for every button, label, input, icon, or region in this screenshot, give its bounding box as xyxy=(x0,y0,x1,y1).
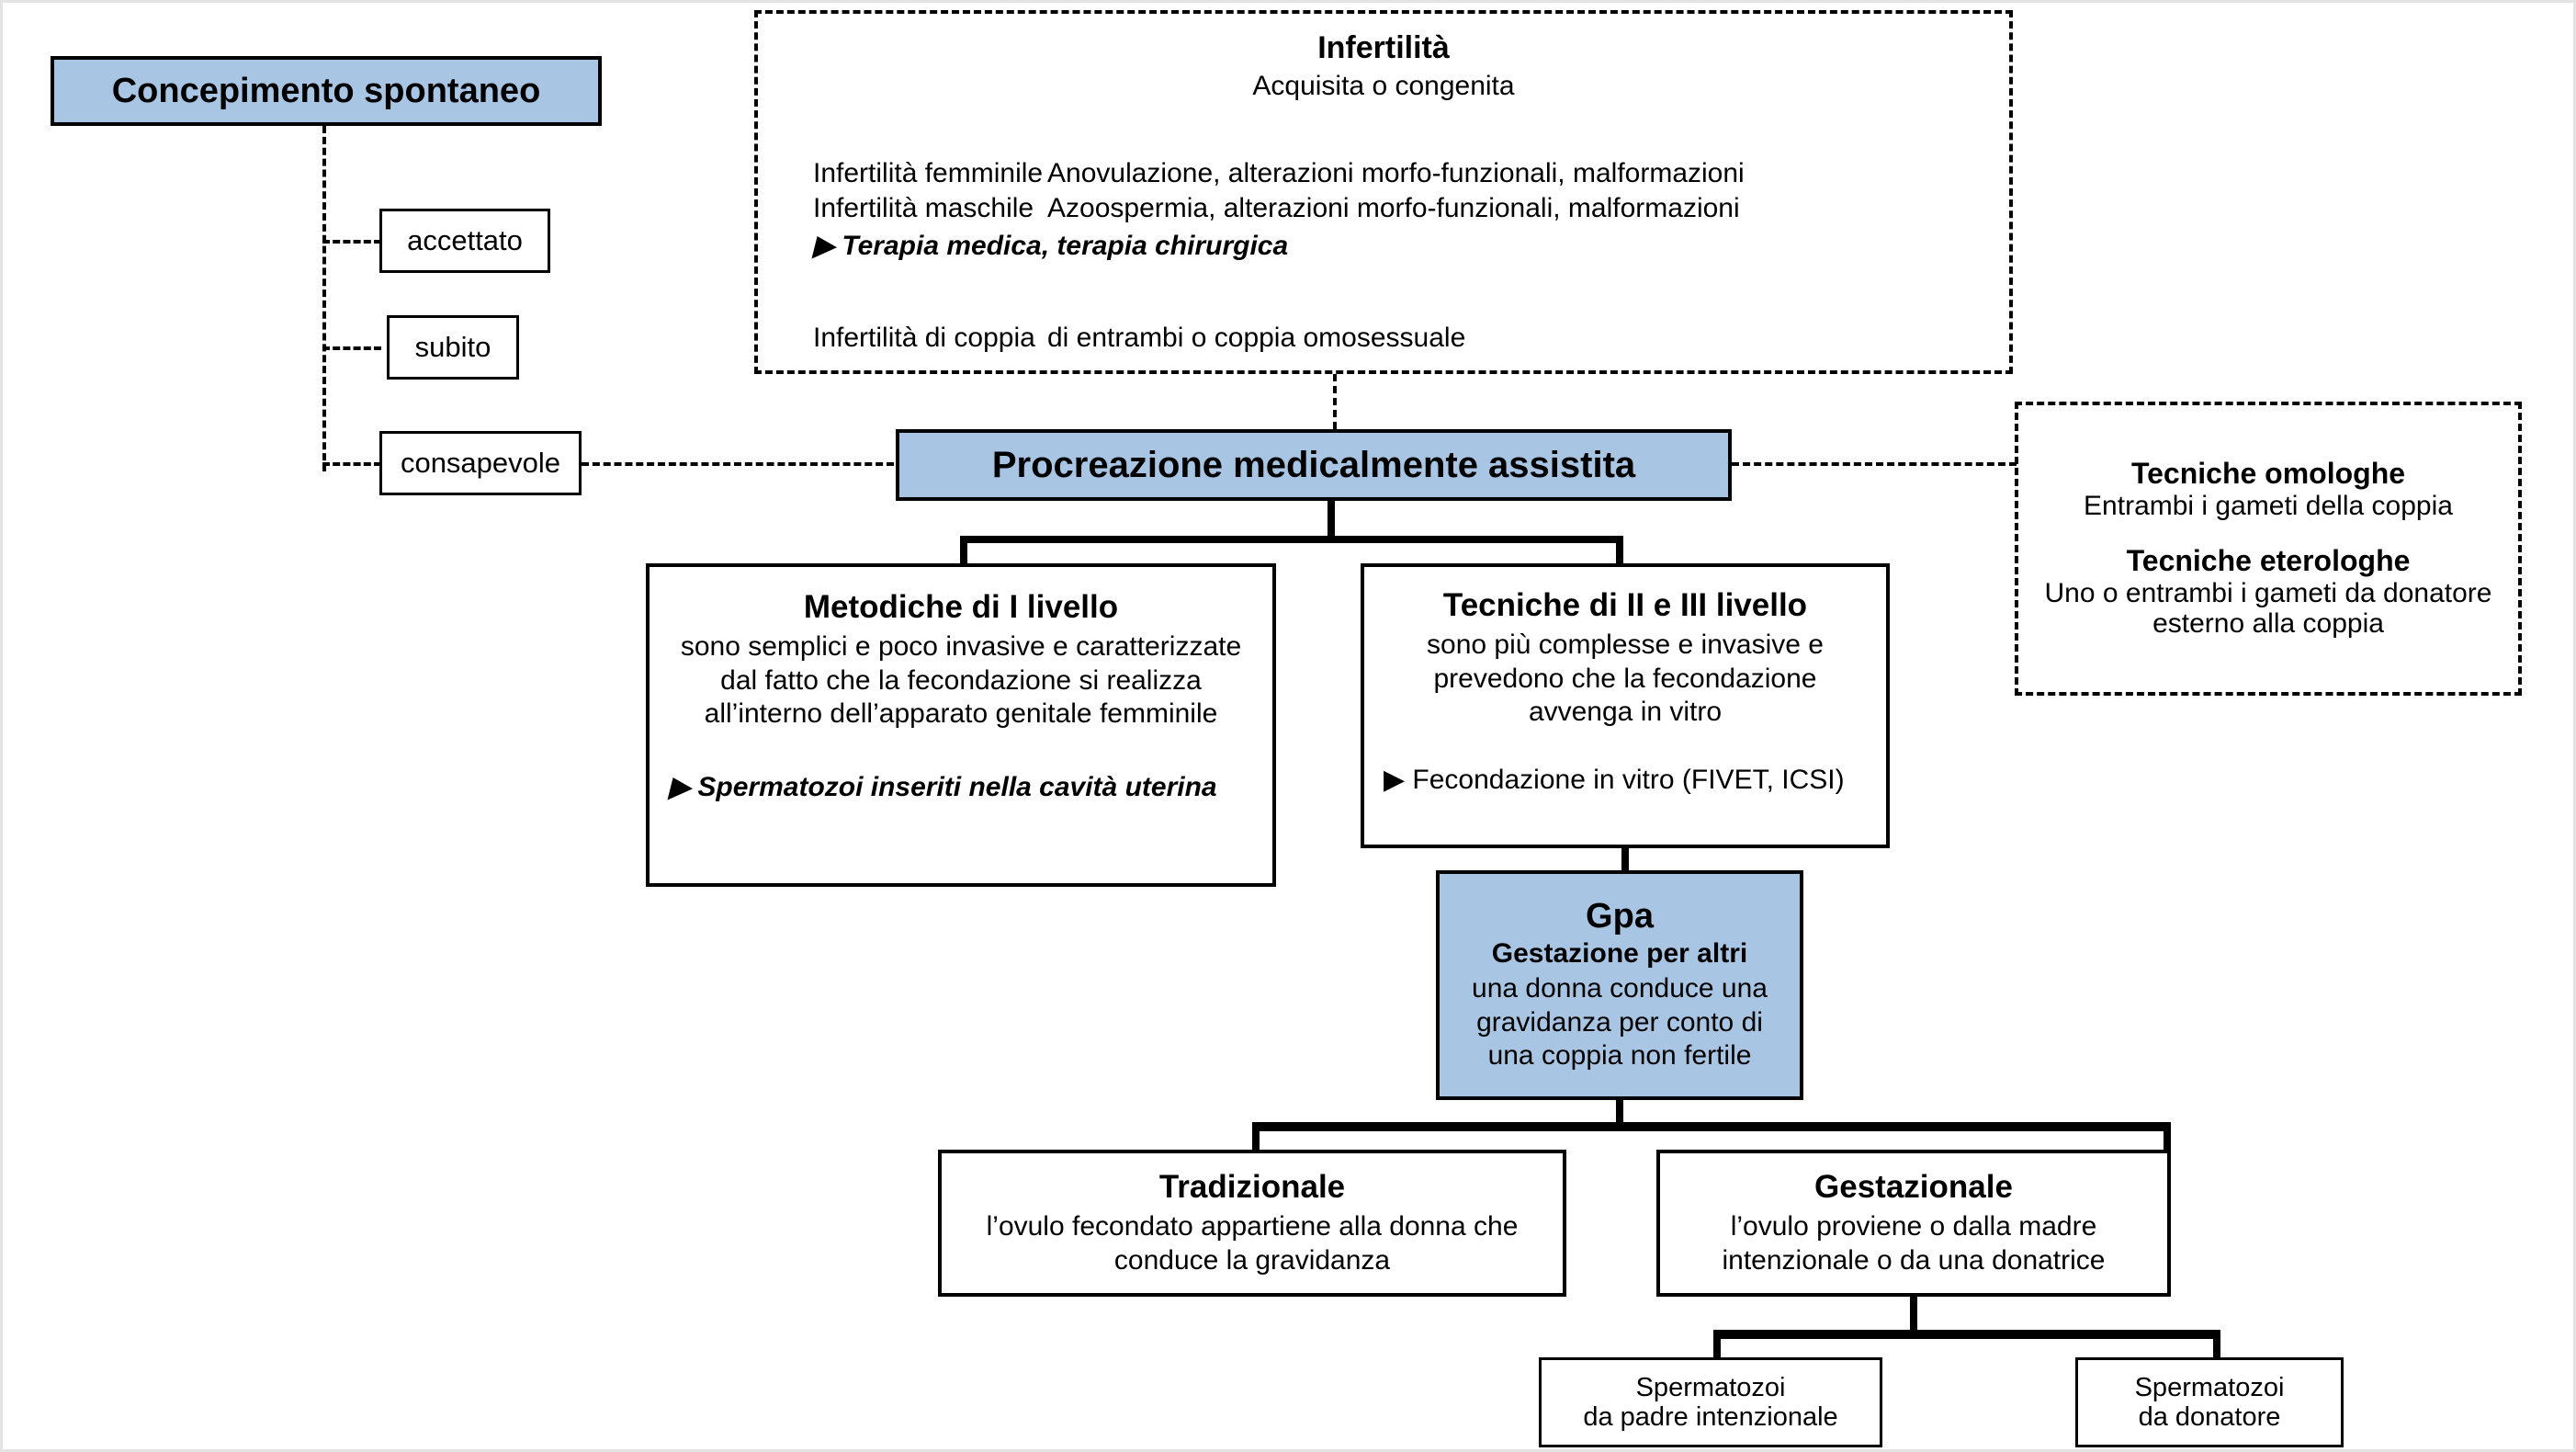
panel-subtitle: Acquisita o congenita xyxy=(1252,71,1515,102)
node-desc: l’ovulo fecondato appartiene alla donna … xyxy=(986,1211,1519,1276)
infertilita-row-couple: Infertilità di coppia di entrambi o copp… xyxy=(813,321,1998,356)
node-title: Procreazione medicalmente assistita xyxy=(991,444,1636,485)
node-title: Concepimento spontaneo xyxy=(111,71,541,110)
connector-level23-to-gpa xyxy=(1621,846,1629,872)
infertilita-row: Infertilità maschile Azoospermia, altera… xyxy=(813,191,1998,226)
row-label: Infertilità femminile xyxy=(813,158,1044,188)
node-accettato[interactable]: accettato xyxy=(379,209,550,273)
node-desc: una donna conduce una gravidanza per con… xyxy=(1472,973,1768,1072)
tecniche-omologhe-desc: Entrambi i gameti della coppia xyxy=(2084,490,2453,521)
connector-spontaneous-subito xyxy=(322,346,381,350)
node-title: Gpa xyxy=(1586,897,1654,936)
connector-pma-tecniche xyxy=(1732,462,2017,466)
row-value: Anovulazione, alterazioni morfo-funziona… xyxy=(1047,158,1745,188)
node-title: Gestazionale xyxy=(1814,1168,2013,1205)
node-desc: l’ovulo proviene o dalla madre intenzion… xyxy=(1722,1211,2106,1276)
tecniche-omologhe-title: Tecniche omologhe xyxy=(2130,457,2406,491)
node-bullet: ▶ Spermatozoi inseriti nella cavità uter… xyxy=(669,771,1217,802)
connector-gpa-to-gestazionale xyxy=(2164,1122,2171,1155)
node-line-2: da padre intenzionale xyxy=(1583,1402,1838,1432)
node-subito[interactable]: subito xyxy=(387,315,519,380)
node-line-2: da donatore xyxy=(2138,1402,2281,1432)
infertilita-row: Infertilità femminile Anovulazione, alte… xyxy=(813,156,1998,191)
connector-pma-drop xyxy=(1328,501,1335,541)
row-value: Azoospermia, alterazioni morfo-funzional… xyxy=(1047,193,1740,224)
connector-gestazionale-drop xyxy=(1910,1297,1917,1337)
node-line-1: Spermatozoi xyxy=(1635,1372,1786,1402)
connector-spontaneous-accettato xyxy=(322,240,381,244)
connector-sperm-right xyxy=(2213,1330,2220,1367)
connector-pma-bus xyxy=(960,536,1623,543)
connector-gpa-to-tradizionale xyxy=(1252,1122,1260,1155)
connector-spontaneous-consapevole xyxy=(322,462,381,466)
therapy-bullet: ▶ Terapia medica, terapia chirurgica xyxy=(813,230,1289,261)
connector-infertilita-pma xyxy=(1333,374,1337,429)
node-consapevole[interactable]: consapevole xyxy=(379,431,582,495)
tecniche-eterologhe-desc: Uno o entrambi i gameti da donatore este… xyxy=(2044,577,2492,640)
node-title: Tecniche di II e III livello xyxy=(1442,587,1808,623)
node-desc: sono semplici e poco invasive e caratter… xyxy=(680,631,1242,730)
connector-spontaneous-spine xyxy=(322,126,326,471)
node-title: Tradizionale xyxy=(1158,1168,1346,1205)
node-title: Metodiche di I livello xyxy=(803,589,1119,625)
node-tecniche-ii-iii-livello[interactable]: Tecniche di II e III livello sono più co… xyxy=(1361,563,1890,848)
row-label: Infertilità maschile xyxy=(813,193,1034,224)
panel-tecniche: Tecniche omologhe Entrambi i gameti dell… xyxy=(2015,402,2522,696)
connector-gpa-drop xyxy=(1616,1100,1623,1129)
node-concepimento-spontaneo[interactable]: Concepimento spontaneo xyxy=(51,56,602,126)
node-spermatozoi-padre-intenzionale[interactable]: Spermatozoi da padre intenzionale xyxy=(1539,1357,1882,1447)
node-pma[interactable]: Procreazione medicalmente assistita xyxy=(896,429,1732,501)
connector-sperm-bus xyxy=(1713,1330,2220,1339)
infertilita-header: Infertilità Acquisita o congenita xyxy=(758,30,2009,102)
node-subtitle: Gestazione per altri xyxy=(1491,937,1748,969)
node-tradizionale[interactable]: Tradizionale l’ovulo fecondato appartien… xyxy=(938,1150,1566,1297)
node-label: accettato xyxy=(407,223,523,256)
node-label: subito xyxy=(414,330,491,363)
node-gpa[interactable]: Gpa Gestazione per altri una donna condu… xyxy=(1436,870,1803,1100)
connector-sperm-left xyxy=(1713,1330,1721,1367)
infertilita-rows: Infertilità femminile Anovulazione, alte… xyxy=(813,156,1998,357)
tecniche-eterologhe-title: Tecniche eterologhe xyxy=(2126,543,2411,577)
connector-pma-to-level1 xyxy=(960,536,967,569)
row-label: Infertilità di coppia xyxy=(813,323,1035,354)
connector-consapevole-pma xyxy=(582,462,894,466)
row-value: di entrambi o coppia omosessuale xyxy=(1047,323,1466,354)
connector-pma-to-level23 xyxy=(1616,536,1623,569)
node-metodiche-i-livello[interactable]: Metodiche di I livello sono semplici e p… xyxy=(646,563,1276,887)
node-spermatozoi-donatore[interactable]: Spermatozoi da donatore xyxy=(2075,1357,2344,1447)
node-line-1: Spermatozoi xyxy=(2134,1372,2285,1402)
panel-title: Infertilità xyxy=(1317,30,1450,65)
connector-gpa-bus xyxy=(1252,1122,2171,1131)
panel-infertilita: Infertilità Acquisita o congenita Infert… xyxy=(754,10,2013,374)
node-gestazionale[interactable]: Gestazionale l’ovulo proviene o dalla ma… xyxy=(1656,1150,2171,1297)
node-label: consapevole xyxy=(400,446,561,479)
node-bullet: ▶ Fecondazione in vitro (FIVET, ICSI) xyxy=(1384,764,1845,795)
node-desc: sono più complesse e invasive e prevedon… xyxy=(1427,630,1824,728)
